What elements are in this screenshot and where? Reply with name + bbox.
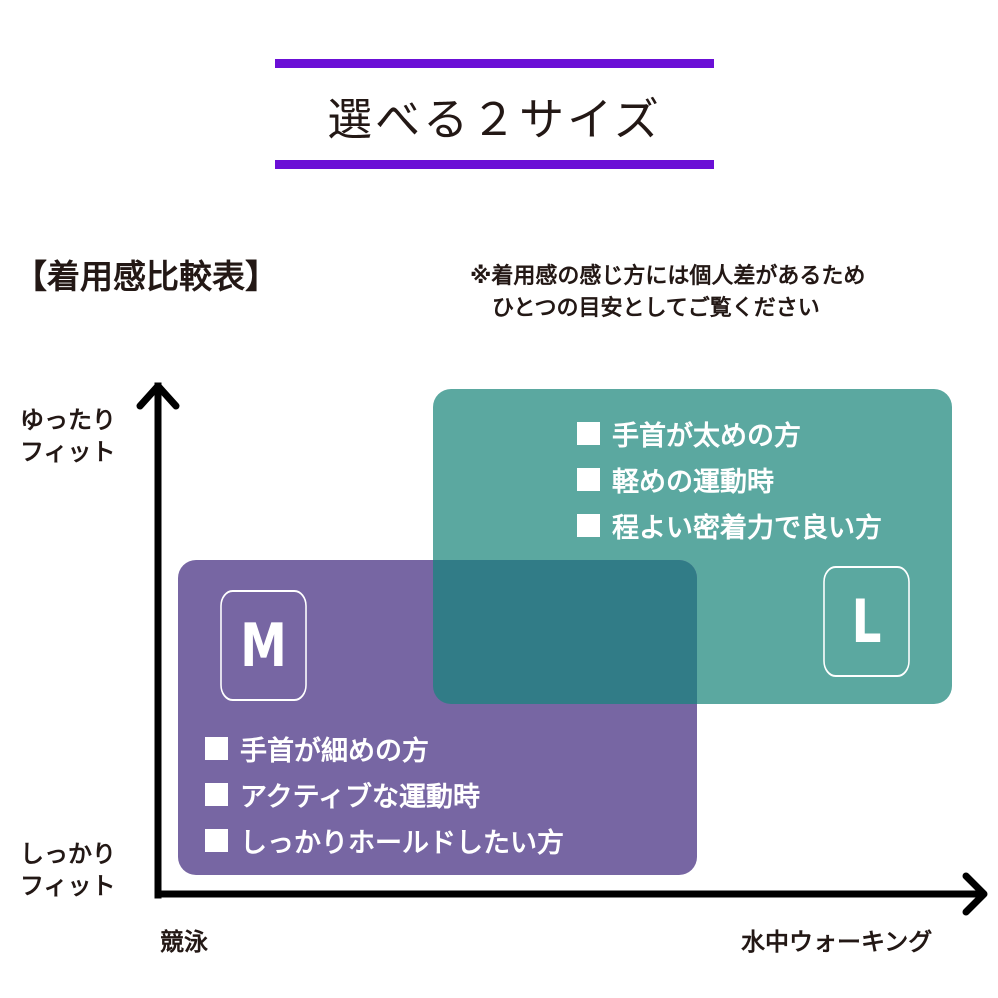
y-axis-top-label-line-2: フィット — [20, 438, 116, 466]
overlap-region — [433, 560, 697, 704]
y-axis-top-label: ゆったり フィット — [20, 404, 116, 468]
size-l-feature-list: 手首が太めの方 軽めの運動時 程よい密着力で良い方 — [577, 410, 882, 548]
y-axis-top-label-line-1: ゆったり — [20, 406, 116, 434]
size-m-feature-item: アクティブな運動時 — [205, 771, 564, 817]
x-axis-arrowhead — [962, 872, 988, 916]
square-bullet-icon — [577, 467, 600, 491]
size-l-feature-item: 程よい密着力で良い方 — [577, 502, 882, 548]
size-m-feature-text: アクティブな運動時 — [240, 781, 481, 813]
note-line-2: ひとつの目安としてご覧ください — [492, 296, 820, 321]
size-m-feature-item: しっかりホールドしたい方 — [205, 817, 564, 863]
size-l-badge: L — [823, 566, 910, 677]
y-axis-bottom-label-line-1: しっかり — [20, 840, 116, 868]
size-m-feature-item: 手首が細めの方 — [205, 725, 564, 771]
size-l-feature-text: 程よい密着力で良い方 — [612, 512, 882, 544]
x-axis-right-label: 水中ウォーキング — [741, 928, 933, 956]
page-title: 選べる２サイズ — [327, 92, 662, 146]
y-axis-arrowhead — [136, 382, 180, 410]
size-m-feature-text: しっかりホールドしたい方 — [240, 827, 564, 859]
square-bullet-icon — [577, 513, 600, 537]
note-line-1: ※着用感の感じ方には個人差があるため — [470, 264, 866, 289]
size-l-feature-text: 軽めの運動時 — [612, 466, 774, 498]
title-bottom-rule — [275, 160, 714, 169]
square-bullet-icon — [577, 421, 600, 445]
size-l-feature-item: 手首が太めの方 — [577, 410, 882, 456]
y-axis-bottom-label: しっかり フィット — [20, 838, 116, 902]
size-l-feature-item: 軽めの運動時 — [577, 456, 882, 502]
y-axis-bottom-label-line-2: フィット — [20, 872, 116, 900]
square-bullet-icon — [205, 828, 228, 852]
square-bullet-icon — [205, 736, 228, 760]
title-top-rule — [275, 59, 714, 68]
section-heading: 【着用感比較表】 — [14, 257, 278, 296]
size-l-feature-text: 手首が太めの方 — [612, 420, 801, 452]
square-bullet-icon — [205, 782, 228, 806]
x-axis-left-label: 競泳 — [160, 928, 208, 956]
size-m-feature-list: 手首が細めの方 アクティブな運動時 しっかりホールドしたい方 — [205, 725, 564, 863]
size-m-badge: M — [220, 590, 307, 701]
size-m-feature-text: 手首が細めの方 — [240, 735, 429, 767]
